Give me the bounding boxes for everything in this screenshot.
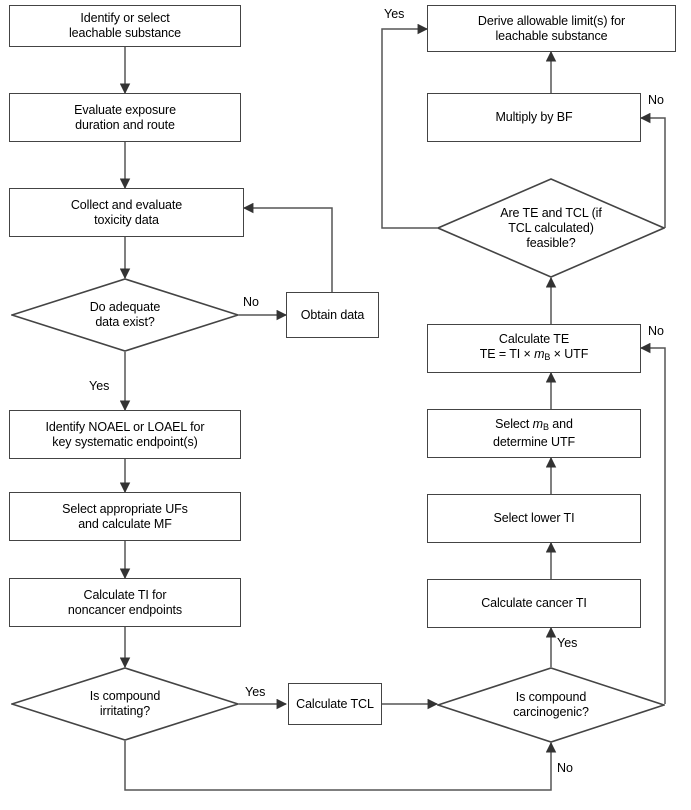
node-obtain-data[interactable]: Obtain data — [286, 292, 379, 338]
node-te-tcl-feasible[interactable]: Are TE and TCL (if TCL calculated) feasi… — [437, 178, 665, 278]
node-calculate-tcl[interactable]: Calculate TCL — [288, 683, 382, 725]
diamond-shape-te-tcl-feasible — [437, 178, 665, 278]
node-calculate-te[interactable]: Calculate TE TE = TI × mB × UTF — [427, 324, 641, 373]
edge-irritating-no-to-carcinogenic — [124, 741, 557, 791]
node-multiply-bf[interactable]: Multiply by BF — [427, 93, 641, 142]
node-identify-substance-text: Identify or select leachable substance — [68, 11, 182, 40]
node-te-tcl-feasible-text: Are TE and TCL (if TCL calculated) feasi… — [500, 205, 602, 250]
node-select-ufs-text: Select appropriate UFs and calculate MF — [62, 501, 188, 531]
node-select-lower-ti[interactable]: Select lower TI — [427, 494, 641, 543]
node-derive-limits[interactable]: Derive allowable limit(s) for leachable … — [427, 5, 676, 52]
node-select-ufs[interactable]: Select appropriate UFs and calculate MF — [9, 492, 241, 541]
node-select-mb-utf-line1: Select mB and — [495, 417, 573, 432]
node-calculate-tcl-text: Calculate TCL — [296, 696, 374, 711]
node-calculate-cancer-ti[interactable]: Calculate cancer TI — [427, 579, 641, 628]
node-select-mb-utf[interactable]: Select mB and determine UTF — [427, 409, 641, 458]
edge-label-te-tcl-feasible-no: No — [648, 93, 664, 107]
node-select-lower-ti-text: Select lower TI — [493, 511, 575, 525]
node-evaluate-exposure-text: Evaluate exposure duration and route — [74, 102, 176, 132]
node-calculate-ti-noncancer[interactable]: Calculate TI for noncancer endpoints — [9, 578, 241, 627]
node-calculate-cancer-ti-text: Calculate cancer TI — [481, 596, 587, 610]
node-select-mb-utf-text: Select mB and determine UTF — [492, 417, 576, 449]
node-calculate-te-formula: TE = TI × mB × UTF — [479, 347, 589, 362]
node-multiply-bf-text: Multiply by BF — [495, 110, 573, 124]
node-is-irritating[interactable]: Is compound irritating? — [11, 667, 239, 741]
edge-label-calculate-te-no: No — [648, 324, 664, 338]
node-is-carcinogenic[interactable]: Is compound carcinogenic? — [437, 667, 665, 743]
diamond-shape-is-irritating — [11, 667, 239, 741]
edge-label-adequate-data-no: No — [243, 295, 259, 309]
node-collect-toxicity-text: Collect and evaluate toxicity data — [70, 197, 183, 227]
node-obtain-data-text: Obtain data — [300, 307, 365, 322]
edge-carcinogenic-no-to-calcte — [639, 342, 666, 704]
node-calculate-te-text: Calculate TE TE = TI × mB × UTF — [476, 332, 593, 365]
node-calculate-ti-noncancer-text: Calculate TI for noncancer endpoints — [67, 587, 183, 617]
edge-label-is-carcinogenic-no: No — [557, 761, 573, 775]
node-adequate-data[interactable]: Do adequate data exist? — [11, 278, 239, 352]
node-derive-limits-text: Derive allowable limit(s) for leachable … — [477, 13, 626, 43]
node-is-carcinogenic-text: Is compound carcinogenic? — [513, 690, 589, 719]
edge-label-is-irritating-yes: Yes — [245, 685, 266, 699]
node-evaluate-exposure[interactable]: Evaluate exposure duration and route — [9, 93, 241, 142]
node-identify-noael-text: Identify NOAEL or LOAEL for key systemat… — [45, 419, 205, 449]
edge-label-adequate-data-yes: Yes — [89, 379, 110, 393]
edge-label-te-tcl-feasible-yes: Yes — [384, 7, 405, 21]
edge-obtain-to-collect — [242, 202, 333, 292]
diamond-shape-is-carcinogenic — [437, 667, 665, 743]
node-is-irritating-text: Is compound irritating? — [89, 689, 161, 718]
diamond-shape-adequate-data — [11, 278, 239, 352]
edge-label-is-carcinogenic-yes: Yes — [557, 636, 578, 650]
node-collect-toxicity[interactable]: Collect and evaluate toxicity data — [9, 188, 244, 237]
node-identify-substance[interactable]: Identify or select leachable substance — [9, 5, 241, 47]
node-adequate-data-text: Do adequate data exist? — [89, 300, 161, 329]
node-identify-noael[interactable]: Identify NOAEL or LOAEL for key systemat… — [9, 410, 241, 459]
